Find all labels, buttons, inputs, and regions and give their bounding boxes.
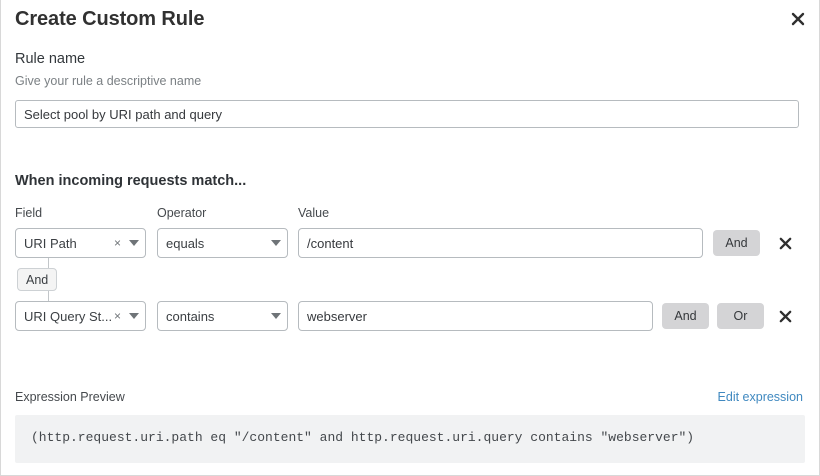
chevron-down-icon[interactable] bbox=[123, 240, 145, 246]
connector-and-badge[interactable]: And bbox=[17, 268, 58, 291]
operator-select-value-1: contains bbox=[166, 308, 215, 324]
operator-select-value-0: equals bbox=[166, 235, 205, 251]
rule-name-label: Rule name bbox=[15, 51, 86, 67]
value-input-1[interactable] bbox=[298, 301, 653, 331]
field-select-value-1: URI Query St... bbox=[24, 308, 112, 324]
field-select-1[interactable]: URI Query St... × bbox=[15, 301, 146, 331]
operator-select-0[interactable]: equals bbox=[157, 228, 288, 258]
conditions-heading: When incoming requests match... bbox=[15, 173, 247, 189]
column-header-value: Value bbox=[298, 206, 330, 220]
clear-x-icon[interactable]: × bbox=[113, 236, 121, 250]
close-icon-glyph bbox=[791, 12, 805, 26]
close-icon bbox=[779, 310, 791, 322]
condition-row: URI Query St... × contains And Or bbox=[1, 301, 819, 331]
field-select-0[interactable]: URI Path × bbox=[15, 228, 146, 258]
expression-preview-box: (http.request.uri.path eq "/content" and… bbox=[15, 415, 805, 463]
expression-preview-label: Expression Preview bbox=[15, 390, 125, 404]
connector-line-bottom bbox=[48, 291, 49, 301]
field-select-value-0: URI Path bbox=[24, 235, 77, 251]
expression-preview-code: (http.request.uri.path eq "/content" and… bbox=[31, 430, 695, 445]
delete-condition-button-0[interactable] bbox=[774, 232, 796, 254]
or-button-1[interactable]: Or bbox=[717, 303, 764, 329]
close-icon bbox=[779, 237, 791, 249]
value-input-0[interactable] bbox=[298, 228, 703, 258]
operator-select-1[interactable]: contains bbox=[157, 301, 288, 331]
chevron-down-icon[interactable] bbox=[265, 313, 287, 319]
connector-line-top bbox=[48, 258, 49, 268]
column-header-field: Field bbox=[15, 206, 43, 220]
and-button-0[interactable]: And bbox=[713, 230, 760, 256]
page-title: Create Custom Rule bbox=[15, 8, 205, 30]
chevron-down-icon[interactable] bbox=[123, 313, 145, 319]
clear-x-icon[interactable]: × bbox=[113, 309, 121, 323]
column-header-operator: Operator bbox=[157, 206, 207, 220]
chevron-down-icon[interactable] bbox=[265, 240, 287, 246]
rule-name-input[interactable] bbox=[15, 100, 799, 128]
and-button-1[interactable]: And bbox=[662, 303, 709, 329]
close-icon[interactable] bbox=[785, 6, 811, 32]
rule-name-hint: Give your rule a descriptive name bbox=[15, 74, 202, 88]
delete-condition-button-1[interactable] bbox=[774, 305, 796, 327]
edit-expression-link[interactable]: Edit expression bbox=[717, 390, 803, 404]
condition-row: URI Path × equals And bbox=[1, 228, 819, 258]
